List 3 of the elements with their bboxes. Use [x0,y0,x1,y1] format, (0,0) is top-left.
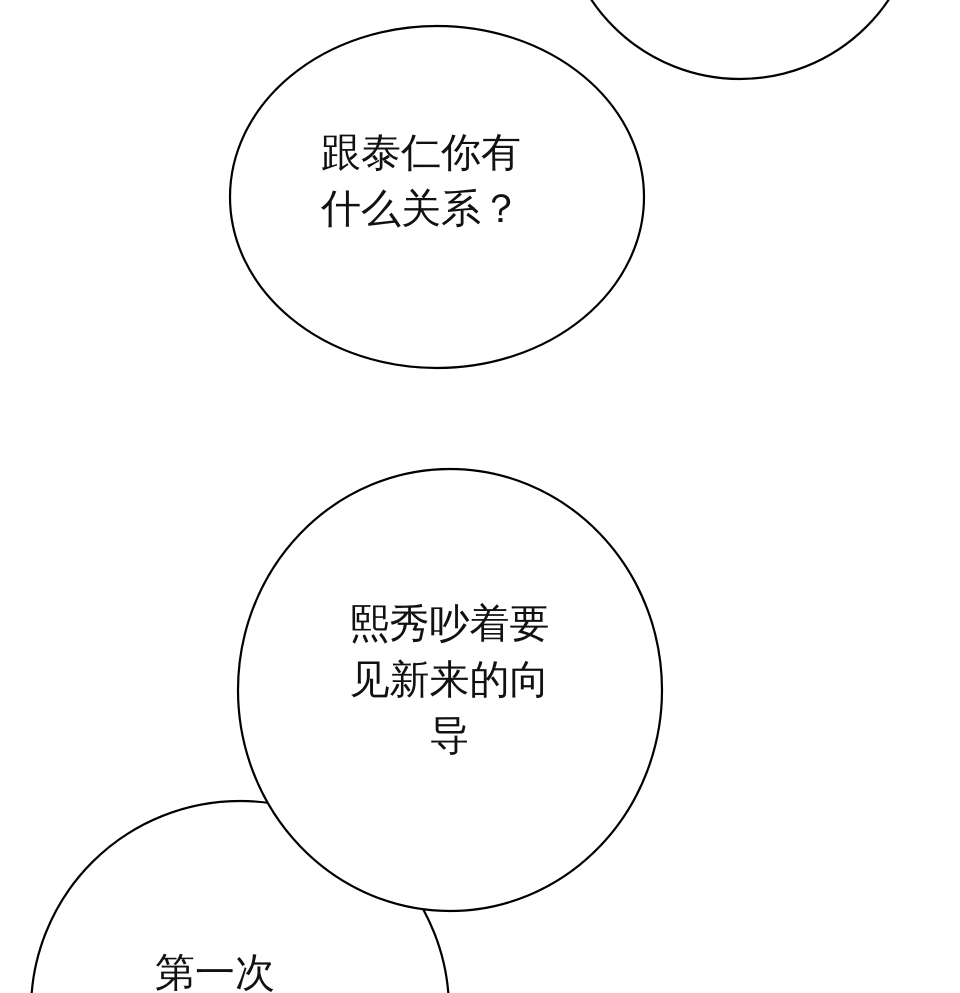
dialogue-text: 熙秀吵着要见新来的向导 [348,600,550,761]
dialogue-text: 跟泰仁你有什么关系？ [321,129,522,234]
dialogue-text: 第一次 [155,949,276,993]
